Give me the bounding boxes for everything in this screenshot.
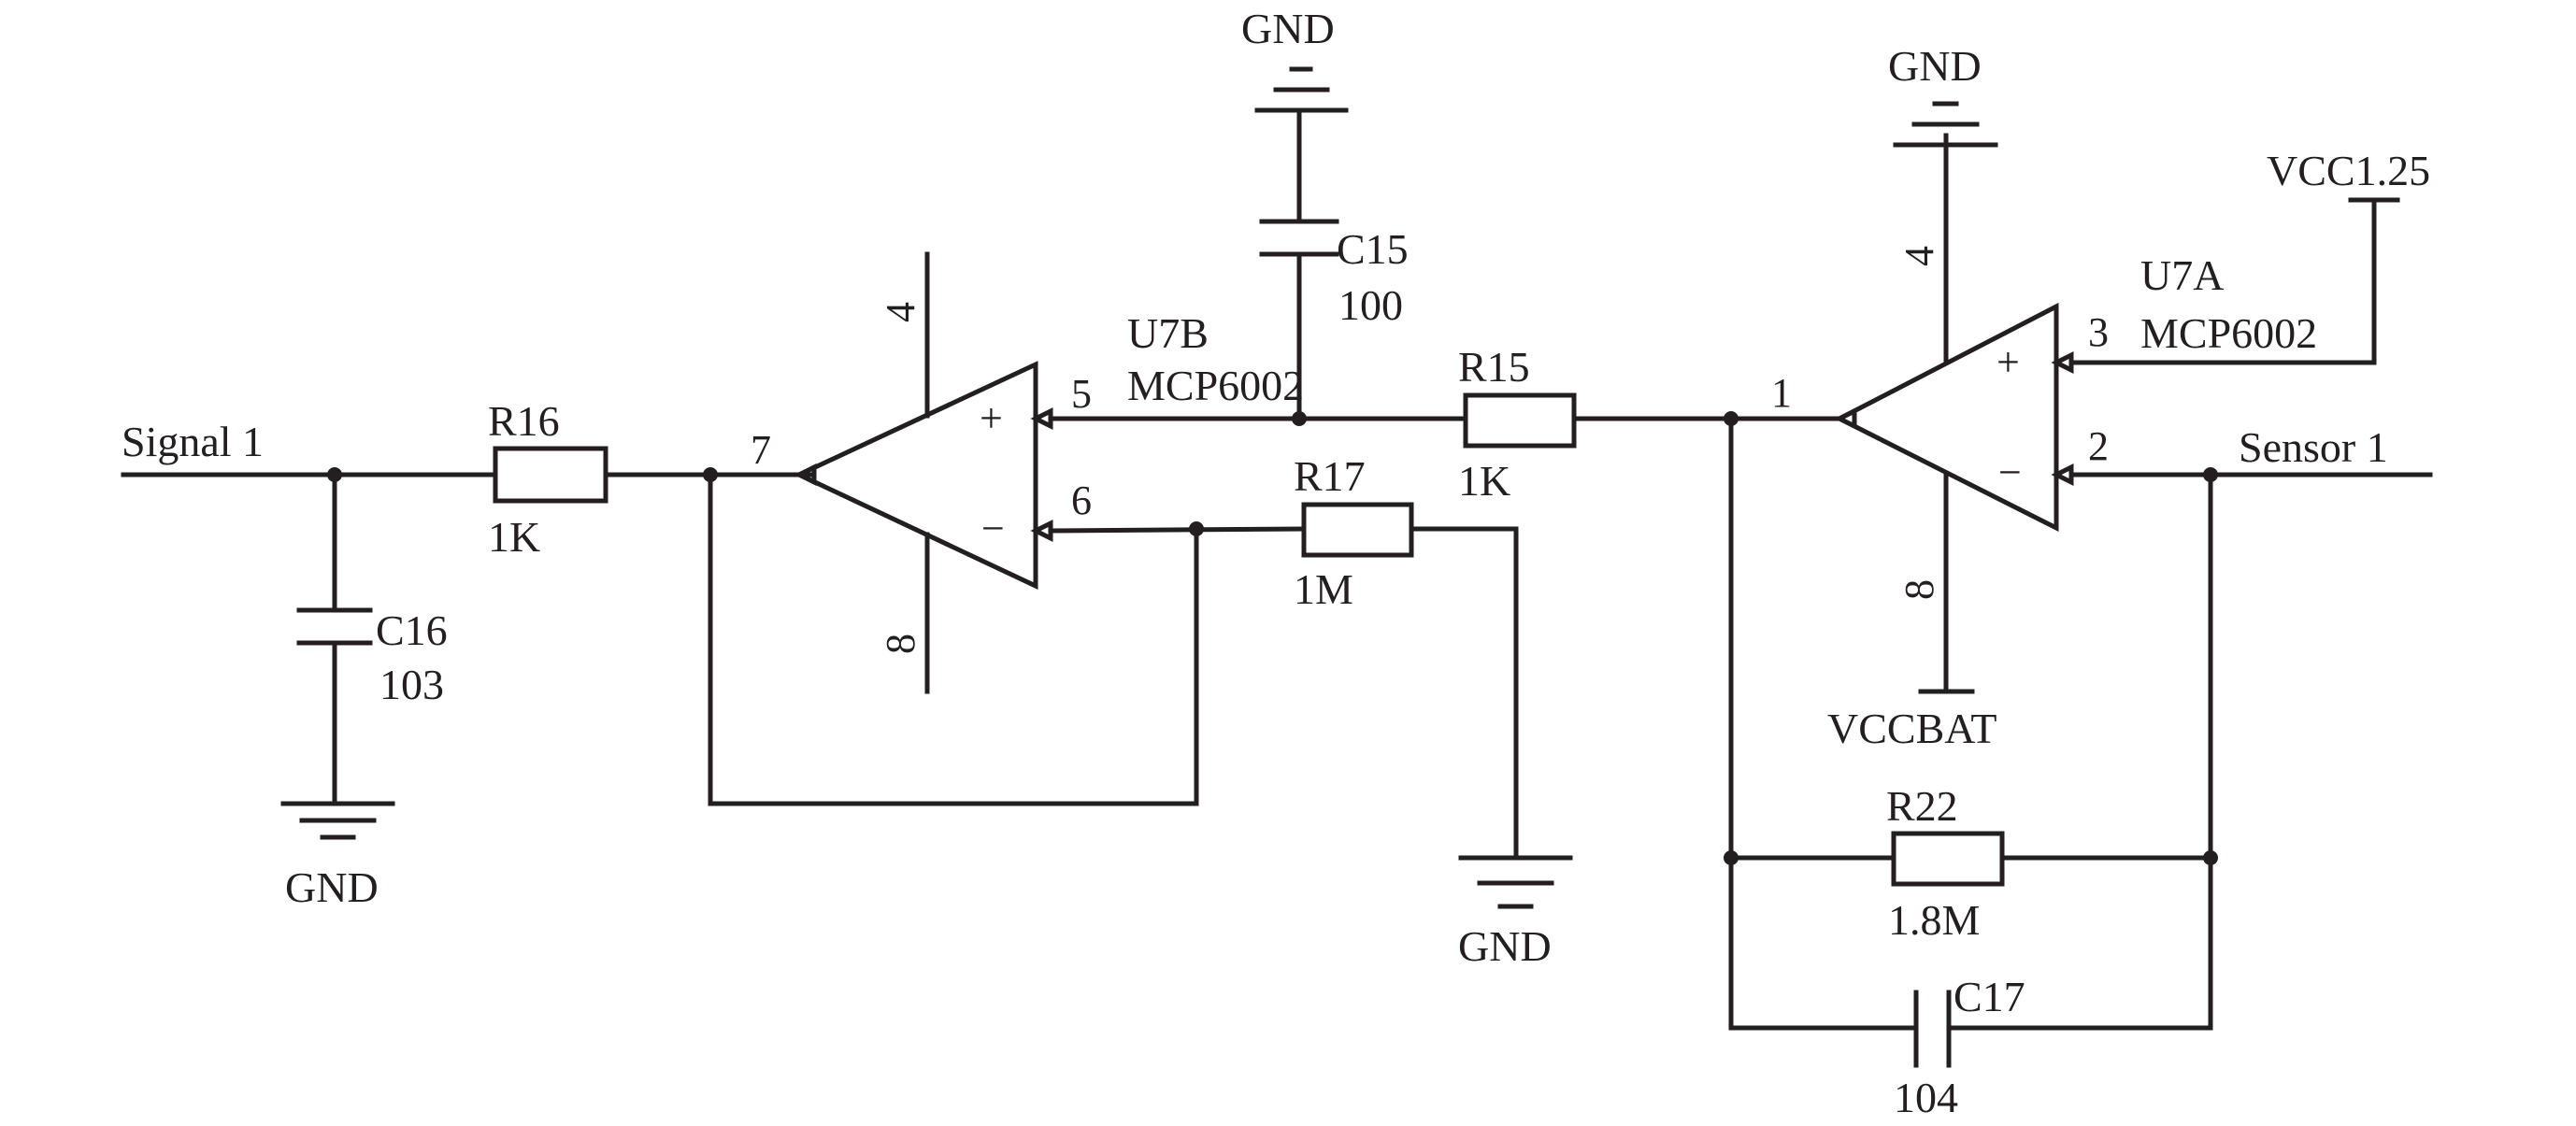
u7b-pin-7: 7 [751,427,771,473]
r17-value: 1M [1294,565,1353,613]
c15-ref: C15 [1337,225,1409,273]
r17-wiring [1409,526,1519,861]
u7b-minus-sign: − [981,506,1005,551]
vcc125-wiring [2068,197,2400,365]
u7a-plus-sign: + [1996,339,2020,385]
r15-ref: R15 [1458,343,1530,391]
u7a-pin-1: 1 [1771,370,1792,416]
r22-resistor [1891,831,2005,887]
r22-ref: R22 [1886,782,1958,830]
input-wiring [121,467,814,805]
gnd-symbol-c16 [280,801,395,840]
c16-capacitor [296,607,373,646]
r17-ref: R17 [1294,452,1366,500]
u7a-opamp [1834,133,2074,694]
sensor-1-label: Sensor 1 [2239,423,2388,471]
u7a-part: MCP6002 [2140,309,2317,357]
r16-resistor [493,446,608,504]
mid-wiring [1048,107,1844,426]
c17-value: 104 [1894,1074,1958,1121]
u7b-part: MCP6002 [1127,362,1304,409]
u7a-ref: U7A [2140,251,2224,299]
r17-resistor [1301,502,1414,558]
r16-value: 1K [488,513,540,561]
c15-value: 100 [1338,281,1403,329]
u7b-pin-8: 8 [878,634,923,654]
u7b-opamp [794,251,1053,694]
gnd-symbol-c15 [1254,66,1349,113]
u7b-pin-4: 4 [878,302,923,322]
r15-resistor [1463,392,1577,449]
c17-ref: C17 [1953,973,2025,1020]
u7b-plus-sign: + [980,395,1003,441]
u7a-pin-8: 8 [1896,579,1942,600]
c17-capacitor [1913,990,1952,1068]
gnd-c16-label: GND [285,863,379,911]
gnd-u7a-label: GND [1888,42,1982,90]
r22-value: 1.8M [1888,896,1980,944]
u7b-ref: U7B [1127,309,1209,357]
u7b-pin-5: 5 [1071,371,1092,417]
vcc125-label: VCC1.25 [2267,147,2430,194]
u7b-pin-6: 6 [1071,477,1092,523]
vccbat-label: VCCBAT [1827,705,1996,752]
u7b-feedback-wiring [708,472,1307,806]
r15-value: 1K [1458,457,1510,505]
c16-ref: C16 [376,606,448,654]
u7a-feedback-wiring [1724,416,2218,1031]
u7a-pin-3: 3 [2088,309,2109,355]
gnd-symbol-u7a [1893,101,1998,148]
u7a-pin-4: 4 [1896,246,1942,266]
c15-capacitor [1259,219,1339,257]
u7a-minus-sign: − [1998,449,2022,495]
u7a-pin-2: 2 [2088,423,2109,469]
c16-value: 103 [379,661,444,708]
signal-1-label: Signal 1 [122,418,264,465]
gnd-r17-label: GND [1458,922,1552,970]
r16-ref: R16 [488,397,560,445]
gnd-symbol-r17 [1458,855,1573,909]
gnd-c15-label: GND [1241,5,1335,52]
